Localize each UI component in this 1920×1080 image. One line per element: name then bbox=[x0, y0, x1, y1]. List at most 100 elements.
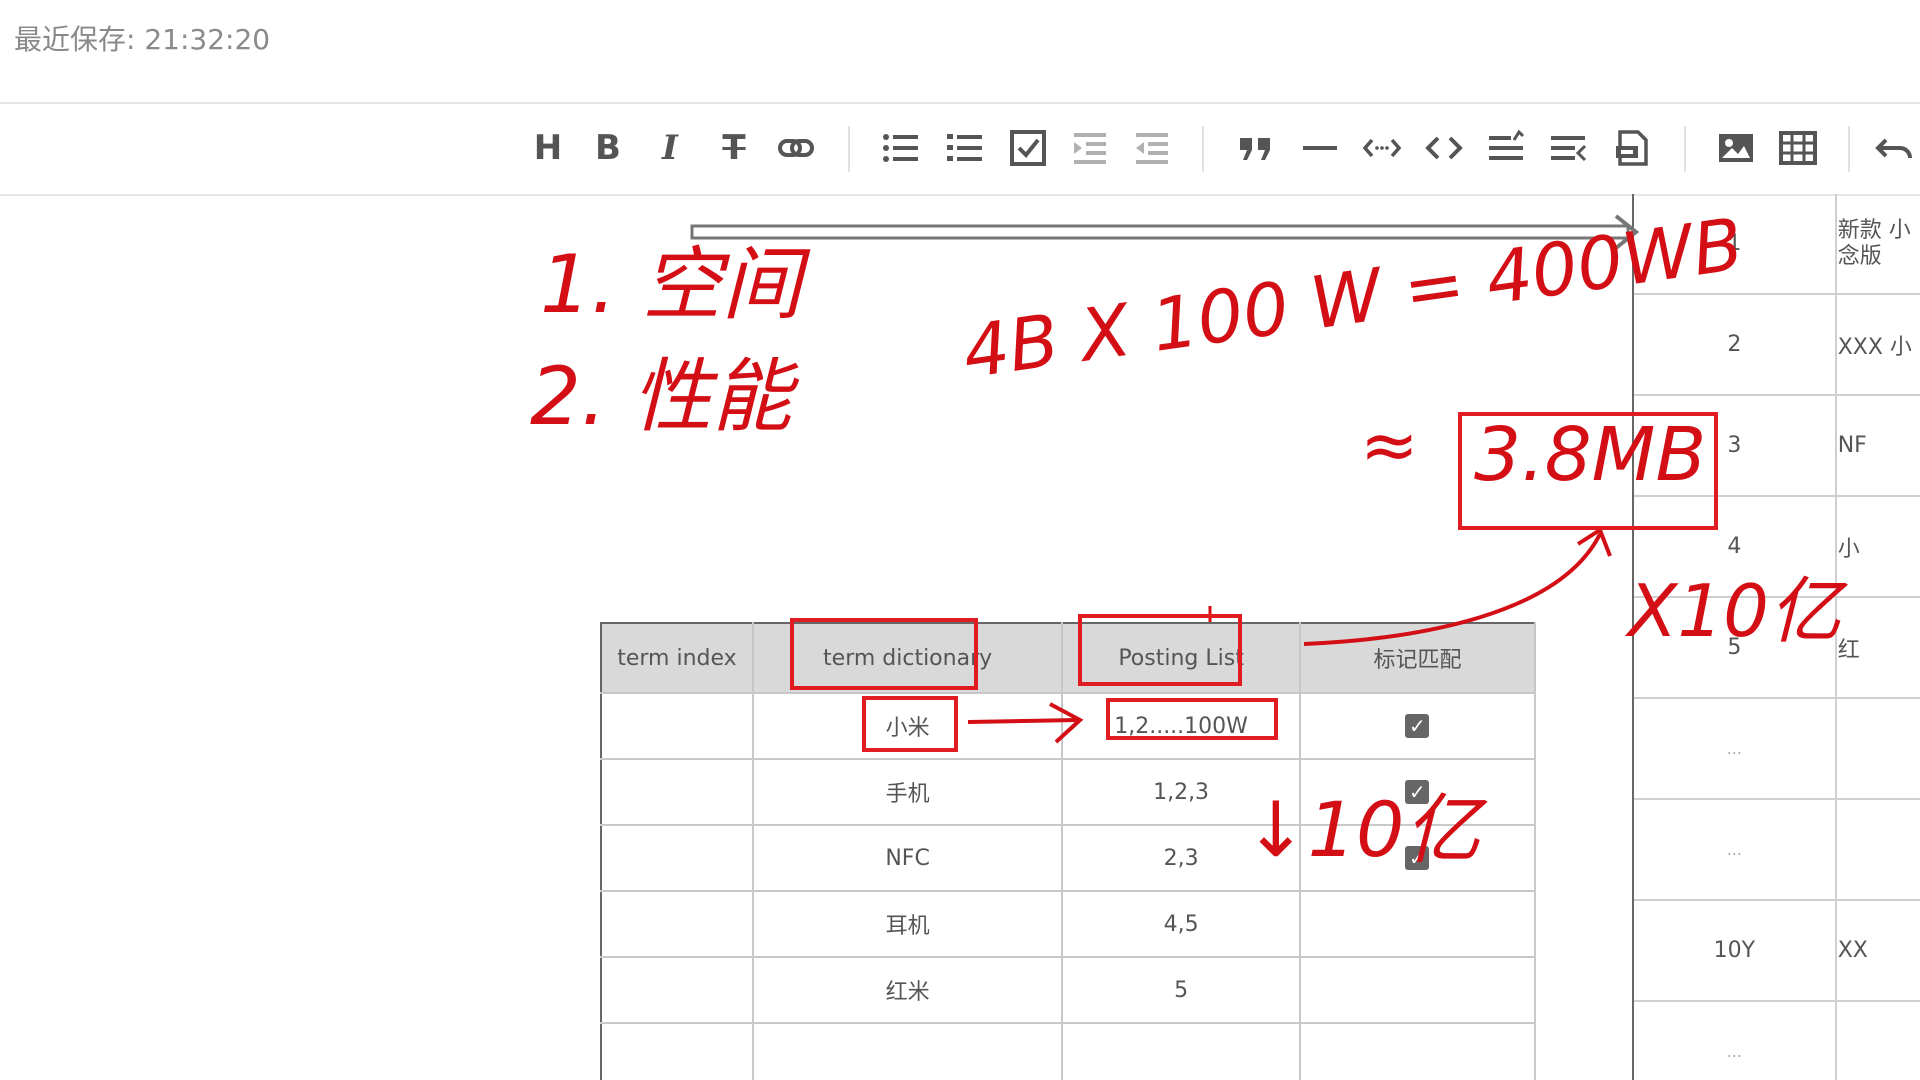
image-icon[interactable] bbox=[1714, 126, 1758, 170]
posting-cell bbox=[1062, 1023, 1301, 1080]
annotation-space: 1. 空间 bbox=[540, 238, 802, 331]
toolbar-separator bbox=[848, 126, 850, 172]
term-index-cell bbox=[601, 693, 754, 760]
posting-cell: 1,2.....100W bbox=[1062, 693, 1301, 760]
heading-glyph: H bbox=[533, 128, 563, 168]
strikethrough-icon[interactable]: T bbox=[712, 126, 756, 170]
embed-icon[interactable] bbox=[1610, 126, 1654, 170]
undo-icon[interactable] bbox=[1872, 126, 1916, 170]
numbered-list-icon[interactable] bbox=[942, 126, 986, 170]
doc-id-cell: 10Y bbox=[1634, 900, 1837, 1002]
doc-id-cell: ... bbox=[1634, 1001, 1837, 1080]
toolbar-separator bbox=[1684, 126, 1686, 172]
bullet-list-icon[interactable] bbox=[878, 126, 922, 170]
annotation-multiplier: X10亿 bbox=[1628, 569, 1841, 653]
horizontal-rule-icon[interactable] bbox=[1298, 126, 1342, 170]
term-index-cell bbox=[601, 891, 754, 958]
doc-text-cell bbox=[1835, 799, 1920, 901]
column-header-mark-match: 标记匹配 bbox=[1299, 623, 1537, 694]
table-icon[interactable] bbox=[1776, 126, 1820, 170]
outdent-icon[interactable] bbox=[1130, 126, 1174, 170]
italic-icon[interactable]: I bbox=[648, 126, 692, 170]
indent-icon[interactable] bbox=[1068, 126, 1112, 170]
doc-text-cell: XXX 小 bbox=[1835, 294, 1920, 396]
inverted-index-table: term index term dictionary Posting List … bbox=[600, 622, 1537, 1080]
posting-cell: 4,5 bbox=[1062, 891, 1301, 958]
checkbox-checked-icon[interactable]: ✓ bbox=[1405, 845, 1430, 870]
heading-icon[interactable]: H bbox=[526, 126, 570, 170]
bold-glyph: B bbox=[595, 128, 621, 168]
editor-toolbar: H B I T bbox=[0, 102, 1920, 196]
posting-cell: 5 bbox=[1062, 957, 1301, 1024]
table-row: 耳机 4,5 bbox=[601, 891, 1537, 958]
table-row bbox=[601, 1023, 1537, 1080]
doc-text-cell bbox=[1835, 698, 1920, 800]
table-row: 小米 1,2.....100W ✓ bbox=[601, 693, 1537, 760]
doc-text-cell: NF bbox=[1835, 395, 1920, 497]
annotation-result: 3.8MB bbox=[1474, 412, 1707, 498]
match-cell: ✓ bbox=[1299, 759, 1537, 826]
table-header-row: term index term dictionary Posting List … bbox=[601, 623, 1537, 694]
column-header-term-dictionary: term dictionary bbox=[752, 623, 1064, 694]
annotation-down-note: ↓10亿 bbox=[1244, 785, 1481, 874]
table-row: NFC 2,3 ✓ bbox=[601, 825, 1537, 892]
doc-id-cell: 5 bbox=[1634, 597, 1837, 699]
quote-icon[interactable] bbox=[1234, 126, 1278, 170]
table-row: 红米 5 bbox=[601, 957, 1537, 1024]
match-cell bbox=[1299, 1023, 1537, 1080]
align-right-icon[interactable] bbox=[1546, 126, 1590, 170]
editor-canvas[interactable]: term index term dictionary Posting List … bbox=[0, 194, 1920, 1080]
match-cell: ✓ bbox=[1299, 693, 1537, 760]
gray-arrow bbox=[690, 214, 1640, 250]
table-row: ... bbox=[1634, 799, 1920, 901]
link-icon[interactable] bbox=[774, 126, 818, 170]
term-index-cell bbox=[601, 759, 754, 826]
doc-id-cell: ... bbox=[1634, 799, 1837, 901]
doc-id-cell: ... bbox=[1634, 698, 1837, 800]
annotation-approx: ≈ bbox=[1360, 404, 1419, 486]
last-saved-status: 最近保存: 21:32:20 bbox=[14, 23, 271, 56]
checkbox-checked-icon[interactable]: ✓ bbox=[1405, 713, 1430, 738]
checkbox-checked-icon[interactable]: ✓ bbox=[1405, 779, 1430, 804]
strike-glyph: T bbox=[722, 128, 746, 168]
red-arrow-term-to-posting bbox=[967, 702, 1084, 744]
code-block-icon[interactable] bbox=[1422, 126, 1466, 170]
term-cell: 耳机 bbox=[752, 891, 1064, 958]
term-index-cell bbox=[601, 1023, 754, 1080]
term-cell bbox=[752, 1023, 1064, 1080]
doc-text-cell: XX bbox=[1835, 900, 1920, 1002]
doc-id-cell: 4 bbox=[1634, 496, 1837, 598]
italic-glyph: I bbox=[662, 128, 678, 168]
bold-icon[interactable]: B bbox=[586, 126, 630, 170]
table-row: ... bbox=[1634, 1001, 1920, 1080]
doc-text-cell: 小 bbox=[1835, 496, 1920, 598]
posting-cell: 2,3 bbox=[1062, 825, 1301, 892]
doc-text-cell bbox=[1835, 1001, 1920, 1080]
doc-text-cell: 红 bbox=[1835, 597, 1920, 699]
highlight-posting-list bbox=[1078, 614, 1242, 686]
posting-cell: 1,2,3 bbox=[1062, 759, 1301, 826]
inline-code-icon[interactable] bbox=[1360, 126, 1404, 170]
match-cell: ✓ bbox=[1299, 825, 1537, 892]
highlight-term-dictionary bbox=[790, 618, 978, 690]
checkbox-icon[interactable] bbox=[1006, 126, 1050, 170]
term-index-cell bbox=[601, 957, 754, 1024]
align-left-icon[interactable] bbox=[1484, 126, 1528, 170]
match-cell bbox=[1299, 891, 1537, 958]
column-header-term-index: term index bbox=[601, 623, 754, 694]
toolbar-separator bbox=[1202, 126, 1204, 172]
highlight-result-box bbox=[1458, 412, 1718, 530]
table-row: 手机 1,2,3 ✓ bbox=[601, 759, 1537, 826]
doc-id-cell: 1 bbox=[1634, 194, 1837, 295]
term-index-cell bbox=[601, 825, 754, 892]
highlight-posting-value bbox=[1106, 698, 1278, 740]
toolbar-separator bbox=[1848, 126, 1850, 172]
